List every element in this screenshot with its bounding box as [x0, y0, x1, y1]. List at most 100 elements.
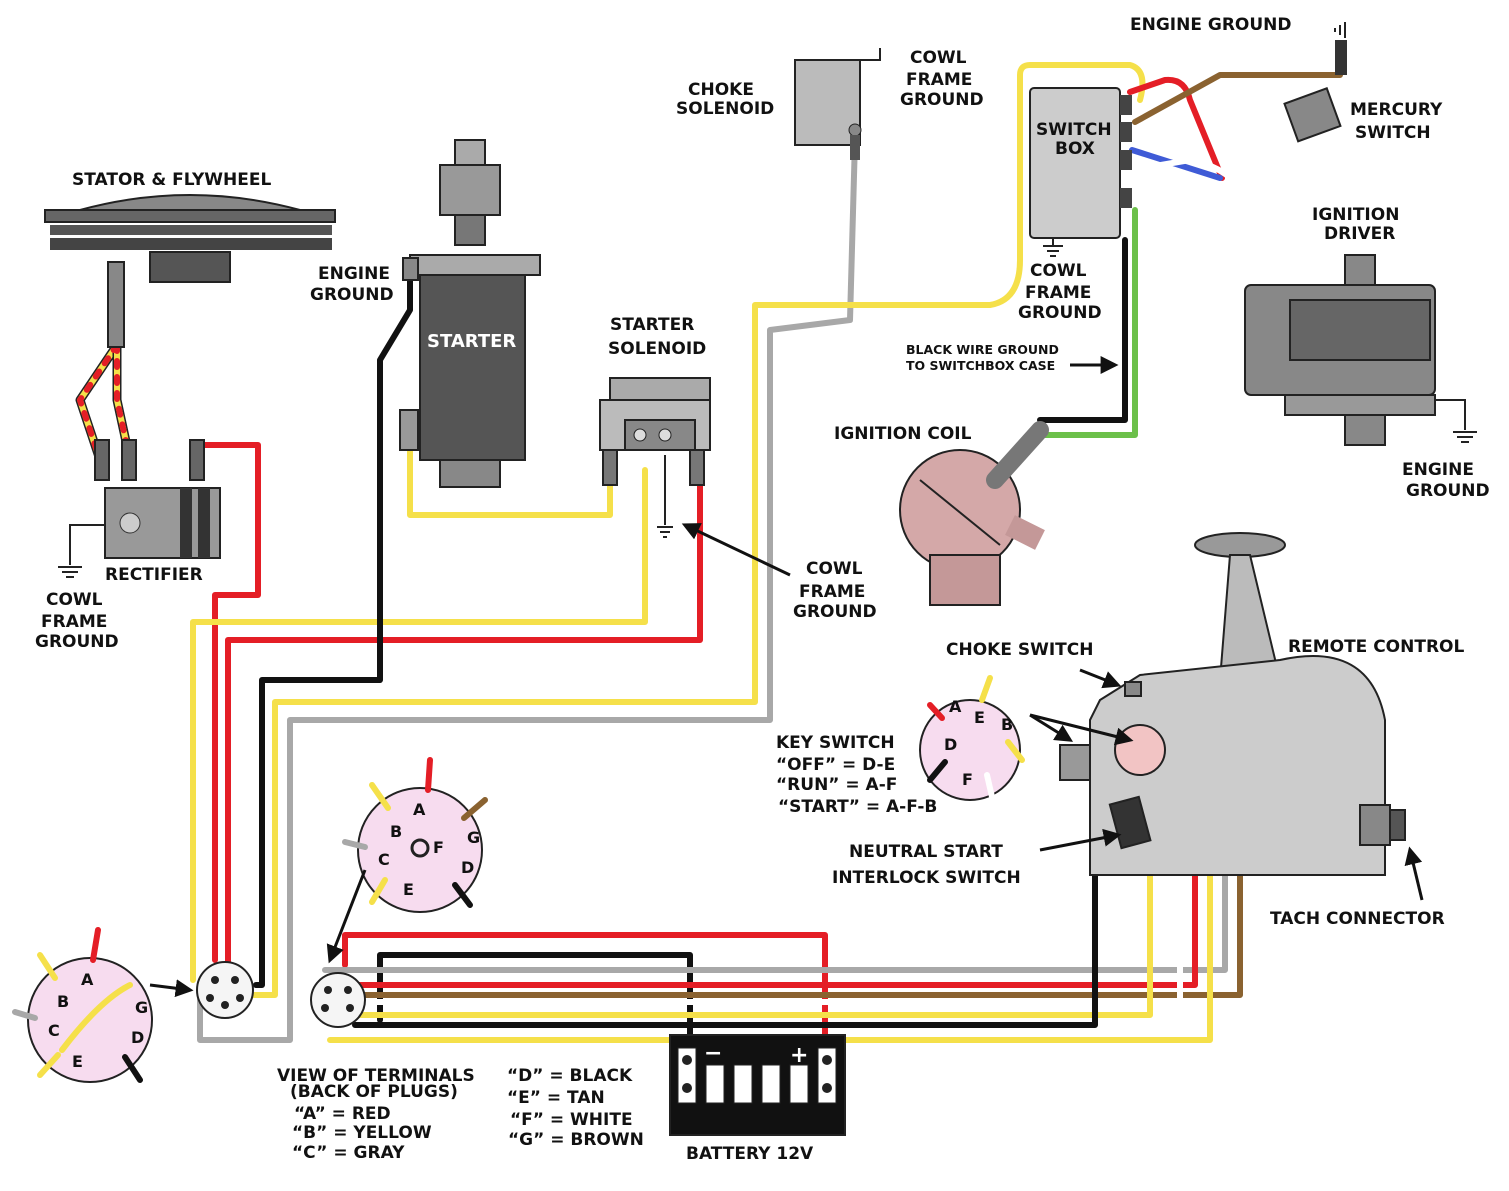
- key-switch-run-label: “RUN” = A-F: [776, 775, 897, 795]
- mercury-switch-label-1: MERCURY: [1350, 100, 1443, 120]
- legend-f-white: “F” = WHITE: [510, 1110, 633, 1130]
- left-pin-d: D: [131, 1028, 144, 1047]
- mercury-switch: [1283, 22, 1347, 143]
- starter-label: STARTER: [427, 331, 516, 352]
- legend-e-tan: “E” = TAN: [507, 1088, 605, 1108]
- starter-motor: [399, 139, 541, 488]
- starter-solenoid-label-2: SOLENOID: [608, 339, 706, 359]
- ignition-coil-label: IGNITION COIL: [834, 424, 972, 444]
- arrow-neutral-start: [1039, 828, 1122, 852]
- starter-solenoid-yellow: [407, 427, 613, 518]
- ground-symbol-icon: [1334, 22, 1346, 38]
- key-switch: A B D E F: [919, 675, 1025, 813]
- legend-a-red: “A” = RED: [294, 1104, 391, 1124]
- cowl-ground-switchbox-label-1: COWL: [1030, 261, 1087, 281]
- ignition-driver: [1244, 254, 1477, 446]
- cowl-ground-middle-label-3: GROUND: [793, 602, 877, 622]
- engine-ground-top-label: ENGINE GROUND: [1130, 15, 1292, 35]
- battery-minus-sign: −: [704, 1041, 722, 1066]
- key-pin-b: B: [1001, 715, 1013, 734]
- top-plug-view: A B C D E F G: [342, 757, 488, 913]
- battery-12v: − +: [669, 1034, 846, 1136]
- engine-ground-starter-label-2: GROUND: [310, 285, 394, 305]
- ignition-coil: [899, 421, 1049, 606]
- harness-connector-right: [310, 972, 366, 1028]
- top-pin-e: E: [403, 880, 414, 899]
- legend-b-yellow: “B” = YELLOW: [292, 1123, 432, 1143]
- ignition-driver-label-1: IGNITION: [1312, 205, 1399, 225]
- battery-label: BATTERY 12V: [686, 1144, 814, 1164]
- top-pin-b: B: [390, 822, 402, 841]
- switch-box: [1029, 87, 1132, 257]
- ground-symbol-icon: [657, 526, 673, 538]
- rectifier-label: RECTIFIER: [105, 565, 203, 585]
- key-pin-d: D: [944, 735, 957, 754]
- top-pin-f: F: [433, 838, 444, 857]
- key-pin-f: F: [962, 770, 973, 789]
- cowl-ground-top-label-1: COWL: [910, 48, 967, 68]
- arrow-key-switch-a: [1029, 713, 1074, 742]
- ground-symbol-icon: [1043, 238, 1063, 257]
- remote-control-label: REMOTE CONTROL: [1288, 637, 1464, 657]
- ignition-driver-label-2: DRIVER: [1324, 224, 1395, 244]
- cowl-ground-left-label-3: GROUND: [35, 632, 119, 652]
- starter-solenoid: [599, 377, 711, 538]
- view-of-terminals-label-2: (BACK OF PLUGS): [290, 1082, 458, 1102]
- key-pin-e: E: [974, 708, 985, 727]
- diagram-labels: ENGINE GROUND MERCURY SWITCH COWL FRAME …: [35, 15, 1490, 1164]
- arrow-choke-switch: [1079, 668, 1122, 689]
- legend-g-brown: “G” = BROWN: [508, 1130, 644, 1150]
- left-pin-g: G: [135, 998, 148, 1017]
- left-pin-b: B: [57, 992, 69, 1011]
- neutral-start-label-2: INTERLOCK SWITCH: [832, 868, 1021, 888]
- arrow-left-plug: [149, 979, 194, 998]
- remote-control: [1059, 532, 1406, 876]
- left-pin-e: E: [72, 1052, 83, 1071]
- left-plug-view: A B C D E G: [12, 927, 153, 1083]
- rectifier-red-wire: [202, 442, 261, 963]
- top-pin-d: D: [461, 858, 474, 877]
- key-switch-start-label: “START” = A-F-B: [778, 797, 937, 817]
- ground-symbol-icon: [58, 566, 82, 578]
- cowl-ground-left-label-2: FRAME: [41, 612, 107, 632]
- arrow-cowl-ground: [681, 523, 791, 577]
- top-pin-g: G: [467, 828, 480, 847]
- pointer-arrows: [149, 356, 1424, 998]
- black-wire-ground-label-1: BLACK WIRE GROUND: [906, 342, 1059, 357]
- key-switch-label: KEY SWITCH: [776, 733, 895, 753]
- legend-c-gray: “C” = GRAY: [292, 1143, 405, 1163]
- top-pin-c: C: [378, 850, 390, 869]
- neutral-start-label-1: NEUTRAL START: [849, 842, 1003, 862]
- left-pin-a: A: [81, 970, 94, 989]
- cowl-ground-middle-label-2: FRAME: [799, 582, 865, 602]
- view-of-terminals-label-1: VIEW OF TERMINALS: [277, 1066, 475, 1086]
- engine-ground-starter-label-1: ENGINE: [318, 264, 390, 284]
- cowl-ground-top-label-3: GROUND: [900, 90, 984, 110]
- arrow-tach-connector: [1404, 846, 1424, 901]
- mercury-switch-label-2: SWITCH: [1355, 123, 1431, 143]
- cowl-ground-left-label-1: COWL: [46, 590, 103, 610]
- key-pin-a: A: [949, 697, 962, 716]
- legend-d-black: “D” = BLACK: [507, 1066, 633, 1086]
- stator-flywheel: [44, 194, 336, 348]
- choke-switch-label: CHOKE SWITCH: [946, 640, 1093, 660]
- choke-solenoid: [794, 48, 881, 160]
- choke-solenoid-label-1: CHOKE: [688, 80, 754, 100]
- rectifier: [58, 439, 221, 578]
- arrow-top-plug: [326, 869, 367, 964]
- left-pin-c: C: [48, 1021, 60, 1040]
- cowl-ground-switchbox-label-3: GROUND: [1018, 303, 1102, 323]
- ground-symbol-icon: [1453, 431, 1477, 443]
- cowl-ground-middle-label-1: COWL: [806, 559, 863, 579]
- switch-box-label-2: BOX: [1055, 139, 1095, 159]
- cowl-ground-switchbox-label-2: FRAME: [1025, 283, 1091, 303]
- battery-plus-sign: +: [790, 1043, 808, 1068]
- choke-solenoid-label-2: SOLENOID: [676, 99, 774, 119]
- engine-ground-right-label-1: ENGINE: [1402, 460, 1474, 480]
- harness-connector-left: [196, 961, 254, 1019]
- black-wire-ground-label-2: TO SWITCHBOX CASE: [906, 358, 1055, 373]
- tach-connector-label: TACH CONNECTOR: [1270, 909, 1445, 929]
- starter-solenoid-label-1: STARTER: [610, 315, 694, 335]
- stator-flywheel-label: STATOR & FLYWHEEL: [72, 170, 271, 190]
